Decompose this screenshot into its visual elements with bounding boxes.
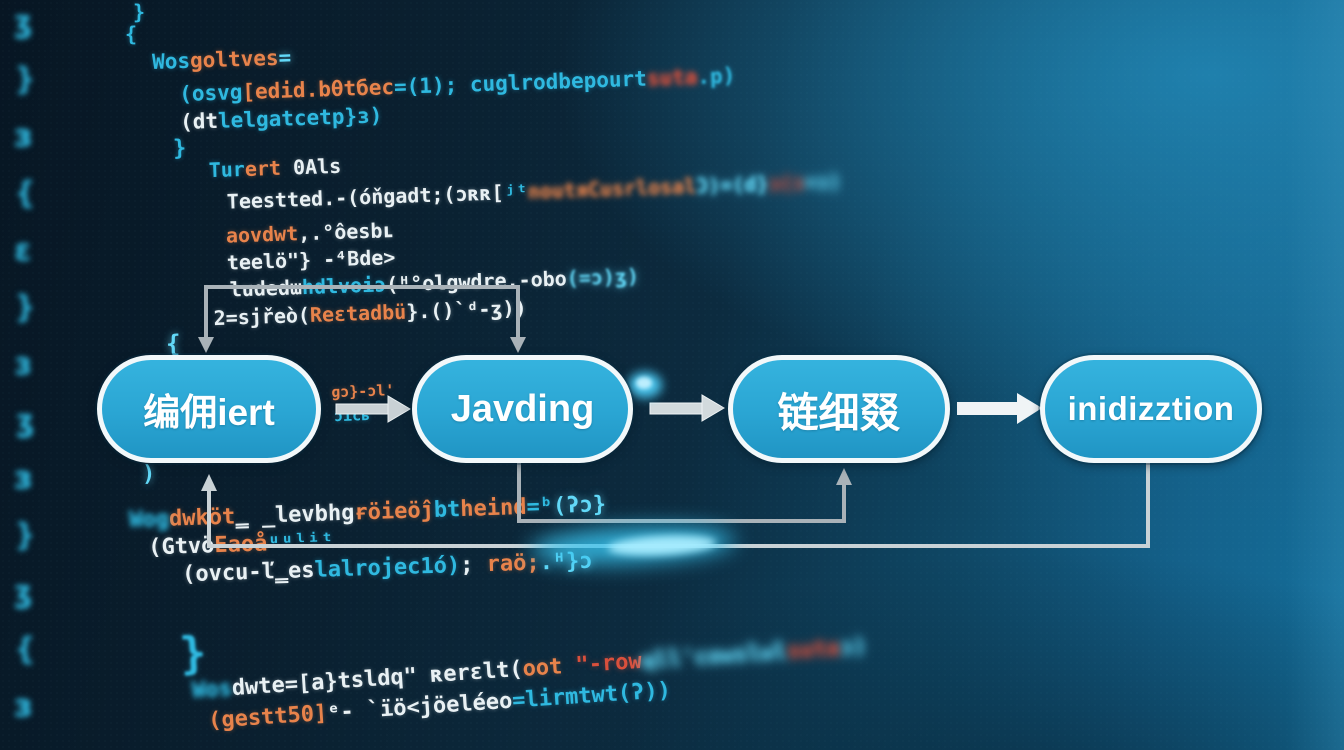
- arrowhead-up-node1-icon: [201, 474, 217, 491]
- flow-node-2[interactable]: Javding: [412, 355, 633, 463]
- margin-glyph: ɜ: [14, 461, 33, 496]
- flow-node-1-label: 编佣iert: [143, 392, 275, 433]
- flow-node-4-label: inidizztion: [1067, 390, 1235, 427]
- flow-node-3[interactable]: 链细叕: [728, 355, 950, 463]
- margin-glyph: }: [16, 290, 35, 325]
- margin-glyph: ʒ: [14, 5, 33, 40]
- node2-to-node3-arrow-icon: [649, 394, 725, 422]
- margin-glyph: ɜ: [14, 689, 33, 724]
- margin-glyph: }: [16, 518, 35, 553]
- flow-node-3-label: 链细叕: [777, 390, 901, 436]
- arrowhead-down-node2-icon: [510, 337, 526, 353]
- margin-glyph: {: [16, 632, 35, 667]
- margin-glyph: {: [125, 22, 138, 46]
- margin-glyph: ʒ: [16, 404, 35, 439]
- margin-glyph: {: [166, 330, 181, 358]
- margin-glyph: }: [16, 62, 35, 97]
- node3-to-node4-arrow-icon: [957, 393, 1042, 424]
- margin-glyph: ): [142, 462, 156, 487]
- margin-glyph: ʒ: [14, 575, 33, 610]
- margin-glyph: з: [14, 347, 33, 382]
- flow-node-4[interactable]: inidizztion: [1040, 355, 1262, 463]
- node4-feedback-line: [207, 463, 1150, 548]
- top-bridge-line: [204, 285, 520, 338]
- margin-glyph: }: [133, 0, 146, 24]
- margin-glyph: {: [16, 176, 35, 211]
- flow-node-1[interactable]: 编佣iert: [97, 355, 321, 463]
- flow-node-2-label: Javding: [450, 387, 595, 430]
- arrowhead-down-node1-icon: [198, 337, 214, 353]
- node1-to-node2-arrow-icon: [335, 395, 411, 423]
- node2-to-node3-bottom-line: [517, 463, 846, 523]
- arrowhead-up-node3-icon: [836, 468, 852, 485]
- margin-glyph: ɛ: [14, 233, 33, 268]
- margin-glyph: ɜ: [14, 119, 33, 154]
